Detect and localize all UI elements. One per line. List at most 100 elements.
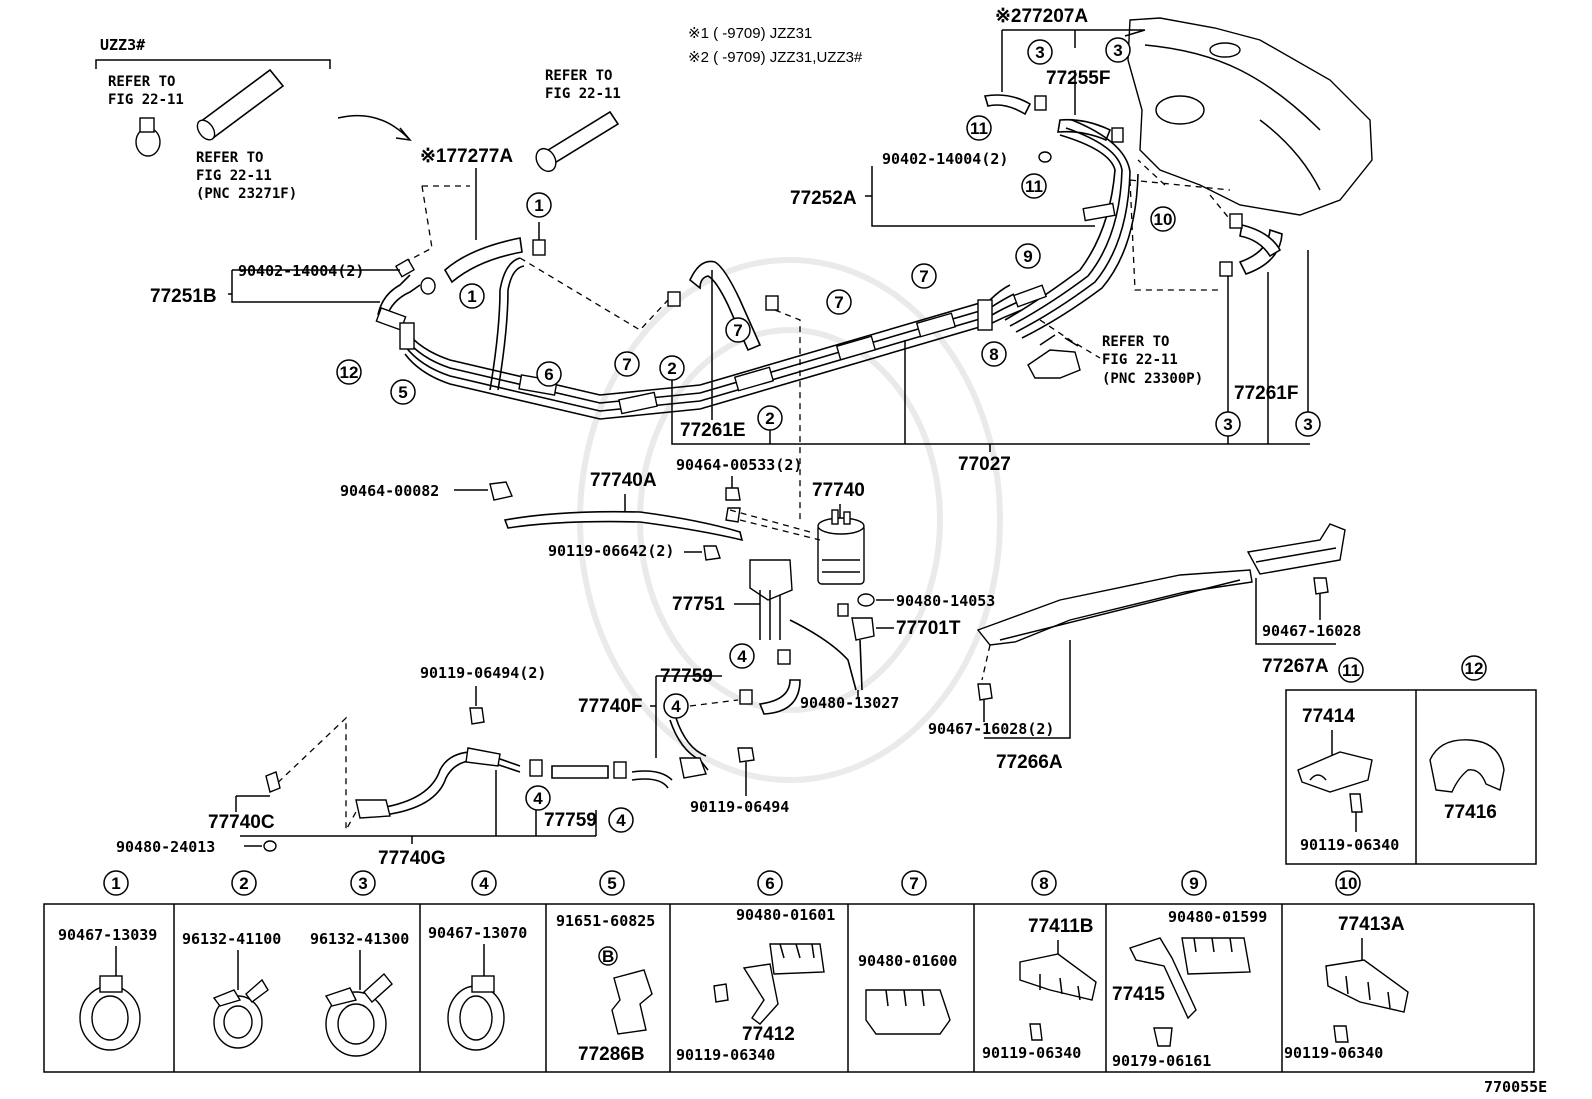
legend-9-part-c: 90179-06161 [1112,1052,1211,1070]
refer-2-line1: REFER TO [196,150,263,166]
callout-3: 3 [1105,37,1131,63]
hose-77277A [443,237,523,284]
legend-5-part-b: 77286B [578,1044,645,1065]
refer-3-line2: FIG 22-11 [545,86,621,102]
label-77251B: 77251B [150,286,217,307]
svg-text:7: 7 [622,355,631,374]
clamp-3b [1111,127,1124,143]
legend-5-part-a: 91651-60825 [556,912,655,930]
refer-1-line2: FIG 22-11 [108,92,184,108]
svg-text:4: 4 [737,647,747,666]
svg-text:5: 5 [607,874,616,893]
svg-text:1: 1 [111,874,120,893]
svg-text:11: 11 [1342,661,1360,680]
callout-7: 7 [901,870,927,896]
callout-4: 4 [471,870,497,896]
uzz3-reference-group: UZZ3# REFER TO FIG 22-11 REFER TO FIG 22… [95,36,412,202]
label-90467-16028-2: 90467-16028(2) [928,720,1054,738]
variant-label: UZZ3# [100,36,145,54]
svg-text:2: 2 [667,359,676,378]
legend-1-part: 90467-13039 [58,926,157,944]
callout-3: 3 [1295,411,1321,437]
callout-11: 11 [1021,173,1047,199]
callout-6: 6 [536,361,562,387]
fuel-tube-protector-77266A [976,569,1253,646]
callout-10: 10 [1150,206,1176,232]
left-pipe-end [375,258,436,350]
label-77267A: 77267A [1262,656,1329,677]
label-77740F: 77740F [578,696,642,717]
pipe-clamp-icon-7 [865,989,951,1035]
callout-11: 11 [966,115,992,141]
callout-7: 7 [911,263,937,289]
clamp-icon-4 [447,975,505,1051]
callout-3: 3 [1027,39,1053,65]
legend-2-part: 96132-41100 [182,930,281,948]
fuel-tube-protector-77267A [1246,523,1346,575]
svg-text:2: 2 [765,409,774,428]
label-90119-06642: 90119-06642(2) [548,542,674,560]
label-90464-00082: 90464-00082 [340,482,439,500]
callout-5: 5 [390,379,416,405]
charcoal-canister-icon [817,509,865,585]
clamp-icon-3 [324,972,393,1057]
legend-4-part: 90467-13070 [428,924,527,942]
svg-text:4: 4 [479,874,489,893]
label-90402-left: 90402-14004(2) [238,262,364,280]
callout-11: 11 [1338,657,1364,683]
svg-text:7: 7 [733,321,742,340]
label-77416: 77416 [1444,802,1497,823]
svg-text:9: 9 [1189,874,1198,893]
clamps-7 [518,312,957,415]
callout-1: 1 [459,283,485,309]
callout-3: 3 [1215,411,1241,437]
label-77261E: 77261E [680,420,746,441]
callout-4: 4 [525,785,551,811]
svg-text:11: 11 [1025,177,1043,196]
callout-6: 6 [757,870,783,896]
label-77252A: 77252A [790,188,857,209]
label-90119-06340-11: 90119-06340 [1300,836,1399,854]
callout-5: 5 [599,870,625,896]
hose-77740A [503,510,744,542]
svg-text:6: 6 [544,365,553,384]
label-77277A: ※177277A [420,146,513,167]
svg-text:2: 2 [239,874,248,893]
callout-4: 4 [608,807,634,833]
svg-text:3: 3 [1035,43,1044,62]
svg-text:8: 8 [989,345,998,364]
svg-text:7: 7 [919,267,928,286]
svg-text:12: 12 [340,363,359,382]
label-77740G: 77740G [378,848,446,869]
label-77740: 77740 [812,480,865,501]
label-77255F: 77255F [1046,68,1110,89]
refer-1-line1: REFER TO [108,74,175,90]
svg-text:10: 10 [1154,210,1173,229]
callout-2: 2 [659,355,685,381]
hose-77261F-b [1239,224,1282,258]
label-77414: 77414 [1302,706,1355,727]
legend-9-part-b: 77415 [1112,984,1165,1005]
refer-2-line3: (PNC 23271F) [196,186,297,202]
label-77266A: 77266A [996,752,1063,773]
hose-77261E [689,260,762,352]
hose-77759-b [551,765,609,779]
label-90402-top: 90402-14004(2) [882,150,1008,168]
fuel-tank-icon [1127,17,1373,216]
svg-text:4: 4 [616,811,626,830]
label-77740A: 77740A [590,470,657,491]
callout-2: 2 [757,405,783,431]
label-90119-06494-2: 90119-06494(2) [420,664,546,682]
callout-7: 7 [725,317,751,343]
clamp-icon-1 [79,975,141,1051]
arrow-icon [337,114,411,141]
svg-text:3: 3 [1113,41,1122,60]
label-90119-06494: 90119-06494 [690,798,789,816]
clamp-3a [1034,95,1047,111]
legend-10-part-a: 77413A [1338,914,1405,935]
callout-10: 10 [1335,870,1361,896]
breather-hose-icon [196,68,285,141]
svg-text:7: 7 [909,874,918,893]
svg-text:5: 5 [398,383,407,402]
svg-text:6: 6 [765,874,774,893]
